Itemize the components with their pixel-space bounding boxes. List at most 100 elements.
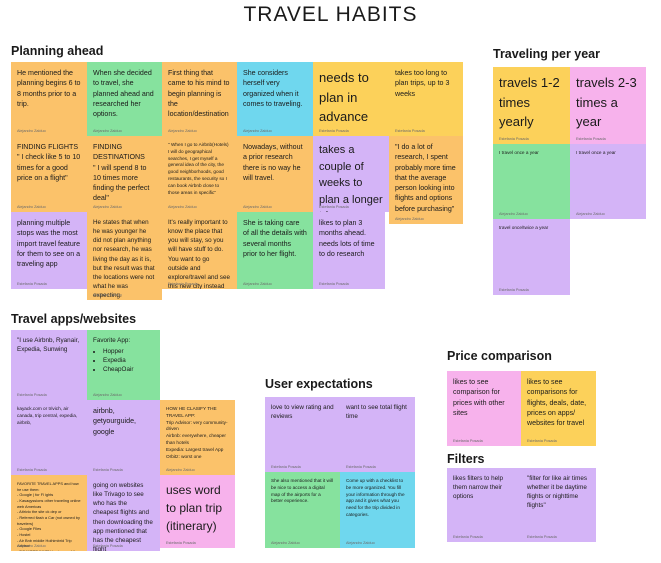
note-author: Alejandro Zalduo xyxy=(17,544,46,548)
sticky-note[interactable]: want to see total flight time Estefania … xyxy=(340,397,415,472)
note-text: needs to plan in advance xyxy=(319,70,369,124)
note-text: likes to see comparison for prices with … xyxy=(453,378,505,417)
list-item: Hopper xyxy=(103,347,154,356)
sticky-note[interactable]: Favorite App: Hopper Expedia CheapOair A… xyxy=(87,330,160,400)
sticky-note[interactable]: She considers herself very organized whe… xyxy=(237,62,313,136)
note-text: He states that when he was younger he di… xyxy=(93,219,155,299)
sticky-note[interactable]: likes to see comparison for prices with … xyxy=(447,371,521,446)
list-item: Expedia xyxy=(103,356,154,365)
sticky-note[interactable]: FINDING DESTINATIONS " I will spend 8 to… xyxy=(87,136,162,212)
note-text: uses word to plan trip (itinerary) xyxy=(166,483,223,533)
sticky-note[interactable]: travels 1-2 times yearly Estefania Posad… xyxy=(493,67,570,144)
note-author: Estefania Posada xyxy=(527,535,557,539)
sticky-note[interactable]: " When I go to Airbnb(Hotels) I will do … xyxy=(162,136,237,212)
note-author: Estefania Posada xyxy=(17,393,47,397)
sticky-note[interactable]: travels 2-3 times a year Estefania Posad… xyxy=(570,67,646,144)
note-text: kayack.com or trivich, air canada, trip … xyxy=(17,406,78,425)
note-author: Alejandro Zalduo xyxy=(168,205,197,209)
note-author: Alejandro Zalduo xyxy=(576,212,605,216)
sticky-note[interactable]: "I do a lot of research, I spent probabl… xyxy=(389,136,463,224)
sticky-note[interactable]: He mentioned the planning begins 6 to 8 … xyxy=(11,62,87,136)
note-author: Alejandro Zalduo xyxy=(499,212,528,216)
board-title: TRAVEL HABITS xyxy=(243,3,418,26)
sticky-note[interactable]: He states that when he was younger he di… xyxy=(87,212,162,300)
sticky-note[interactable]: airbnb, getyourguide, google Estefania P… xyxy=(87,400,160,475)
sticky-note[interactable]: takes a couple of weeks to plan a longer… xyxy=(313,136,389,212)
note-author: Estefania Posada xyxy=(17,468,47,472)
note-author: Alejandro Zalduo xyxy=(395,217,424,221)
sticky-note[interactable]: FINDING FLIGHTS " I check like 5 to 10 t… xyxy=(11,136,87,212)
sticky-note[interactable]: Nowadays, without a prior research there… xyxy=(237,136,313,212)
note-text: He mentioned the planning begins 6 to 8 … xyxy=(17,69,81,108)
sticky-note[interactable]: likes to plan 3 months ahead. needs lots… xyxy=(313,212,385,289)
note-text: love to view rating and reviews xyxy=(271,404,334,421)
note-text: I travel once a year xyxy=(499,150,539,155)
sticky-note[interactable]: love to view rating and reviews Estefani… xyxy=(265,397,340,472)
note-author: Alejandro Zalduo xyxy=(243,129,272,133)
sticky-note[interactable]: "I use Airbnb, Ryanair, Expedia, Sunwing… xyxy=(11,330,87,400)
note-author: Alejandro Zalduo xyxy=(243,205,272,209)
note-text: " When I go to Airbnb(Hotels) I will do … xyxy=(168,142,229,195)
note-text: "I use Airbnb, Ryanair, Expedia, Sunwing xyxy=(17,337,80,354)
note-text: likes filters to help them narrow their … xyxy=(453,475,504,501)
sticky-note[interactable]: likes filters to help them narrow their … xyxy=(447,468,521,542)
list-item: CheapOair xyxy=(103,365,154,374)
note-text: planning multiple stops was the most imp… xyxy=(17,219,81,269)
sticky-note[interactable]: likes to see comparisons for flights, de… xyxy=(521,371,596,446)
sticky-note[interactable]: FAVORITE TRAVEL APPS and how he use them… xyxy=(11,475,87,551)
note-text: going on websites like Trivago to see wh… xyxy=(93,482,153,551)
note-text: travel once/twice a year xyxy=(499,225,549,230)
sticky-note[interactable]: When she decided to travel, she planned … xyxy=(87,62,162,136)
sticky-note[interactable]: Come up with a checklist to be more orga… xyxy=(340,472,415,548)
sticky-note[interactable]: needs to plan in advance Estefania Posad… xyxy=(313,62,389,136)
note-text: She also mentioned that it will be nice … xyxy=(271,478,334,504)
sticky-note[interactable]: going on websites like Trivago to see wh… xyxy=(87,475,160,551)
sticky-note[interactable]: I travel once a year Alejandro Zalduo xyxy=(493,144,570,219)
note-text: Favorite App: xyxy=(93,337,131,344)
note-author: Alejandro Zalduo xyxy=(17,205,46,209)
note-text: takes too long to plan trips, up to 3 we… xyxy=(395,69,450,98)
sticky-note[interactable]: takes too long to plan trips, up to 3 we… xyxy=(389,62,463,136)
note-text: When she decided to travel, she planned … xyxy=(93,69,154,119)
sticky-note[interactable]: kayack.com or trivich, air canada, trip … xyxy=(11,400,87,475)
note-text: I travel once a year xyxy=(576,150,616,155)
sticky-note[interactable]: She also mentioned that it will be nice … xyxy=(265,472,340,548)
note-author: Estefania Posada xyxy=(319,129,349,133)
sticky-note[interactable]: travel once/twice a year Estefania Posad… xyxy=(493,219,570,295)
note-author: Alejandro Zalduo xyxy=(93,205,122,209)
section-planning-heading: Planning ahead xyxy=(11,44,104,58)
note-text: First thing that came to his mind to beg… xyxy=(168,69,230,119)
note-text: airbnb, getyourguide, google xyxy=(93,407,136,436)
note-author: Estefania Posada xyxy=(395,129,425,133)
sticky-note[interactable]: "filter for like air times whether it be… xyxy=(521,468,596,542)
note-text: takes a couple of weeks to plan a longer… xyxy=(319,144,383,212)
note-text: likes to plan 3 months ahead. needs lots… xyxy=(319,219,375,258)
note-text: "I do a lot of research, I spent probabl… xyxy=(395,143,456,213)
sticky-note[interactable]: uses word to plan trip (itinerary) Estef… xyxy=(160,475,235,548)
note-author: Estefania Posada xyxy=(346,465,376,469)
sticky-note[interactable]: She is taking care of all the details wi… xyxy=(237,212,313,289)
note-author: Estefania Posada xyxy=(17,282,47,286)
sticky-note[interactable]: planning multiple stops was the most imp… xyxy=(11,212,87,289)
note-author: Estefania Posada xyxy=(453,535,483,539)
section-apps-heading: Travel apps/websites xyxy=(11,312,137,326)
section-per-year-heading: Traveling per year xyxy=(493,47,601,61)
note-text: She considers herself very organized whe… xyxy=(243,69,303,108)
note-author: Estefania Posada xyxy=(527,439,557,443)
note-author: Estefania Posada xyxy=(499,137,529,141)
note-author: Alejandro Zalduo xyxy=(243,282,272,286)
note-text: likes to see comparisons for flights, de… xyxy=(527,378,587,428)
note-text: want to see total flight time xyxy=(346,404,407,421)
sticky-note[interactable]: I travel once a year Alejandro Zalduo xyxy=(570,144,646,219)
note-author: Estefania Posada xyxy=(93,468,123,472)
sticky-note[interactable]: First thing that came to his mind to beg… xyxy=(162,62,237,136)
sticky-note[interactable]: HOW HE CLASIFY THE TRAVEL APP: Trip Advi… xyxy=(160,400,235,475)
note-text: travels 1-2 times yearly xyxy=(499,75,560,129)
note-author: Alejandro Zalduo xyxy=(17,129,46,133)
note-author: Estefania Posada xyxy=(499,288,529,292)
note-author: Estefania Posada xyxy=(453,439,483,443)
note-text: It's really important to know the place … xyxy=(168,219,230,289)
note-text: "filter for like air times whether it be… xyxy=(527,475,587,510)
section-filters-heading: Filters xyxy=(447,452,485,466)
sticky-note[interactable]: It's really important to know the place … xyxy=(162,212,237,289)
